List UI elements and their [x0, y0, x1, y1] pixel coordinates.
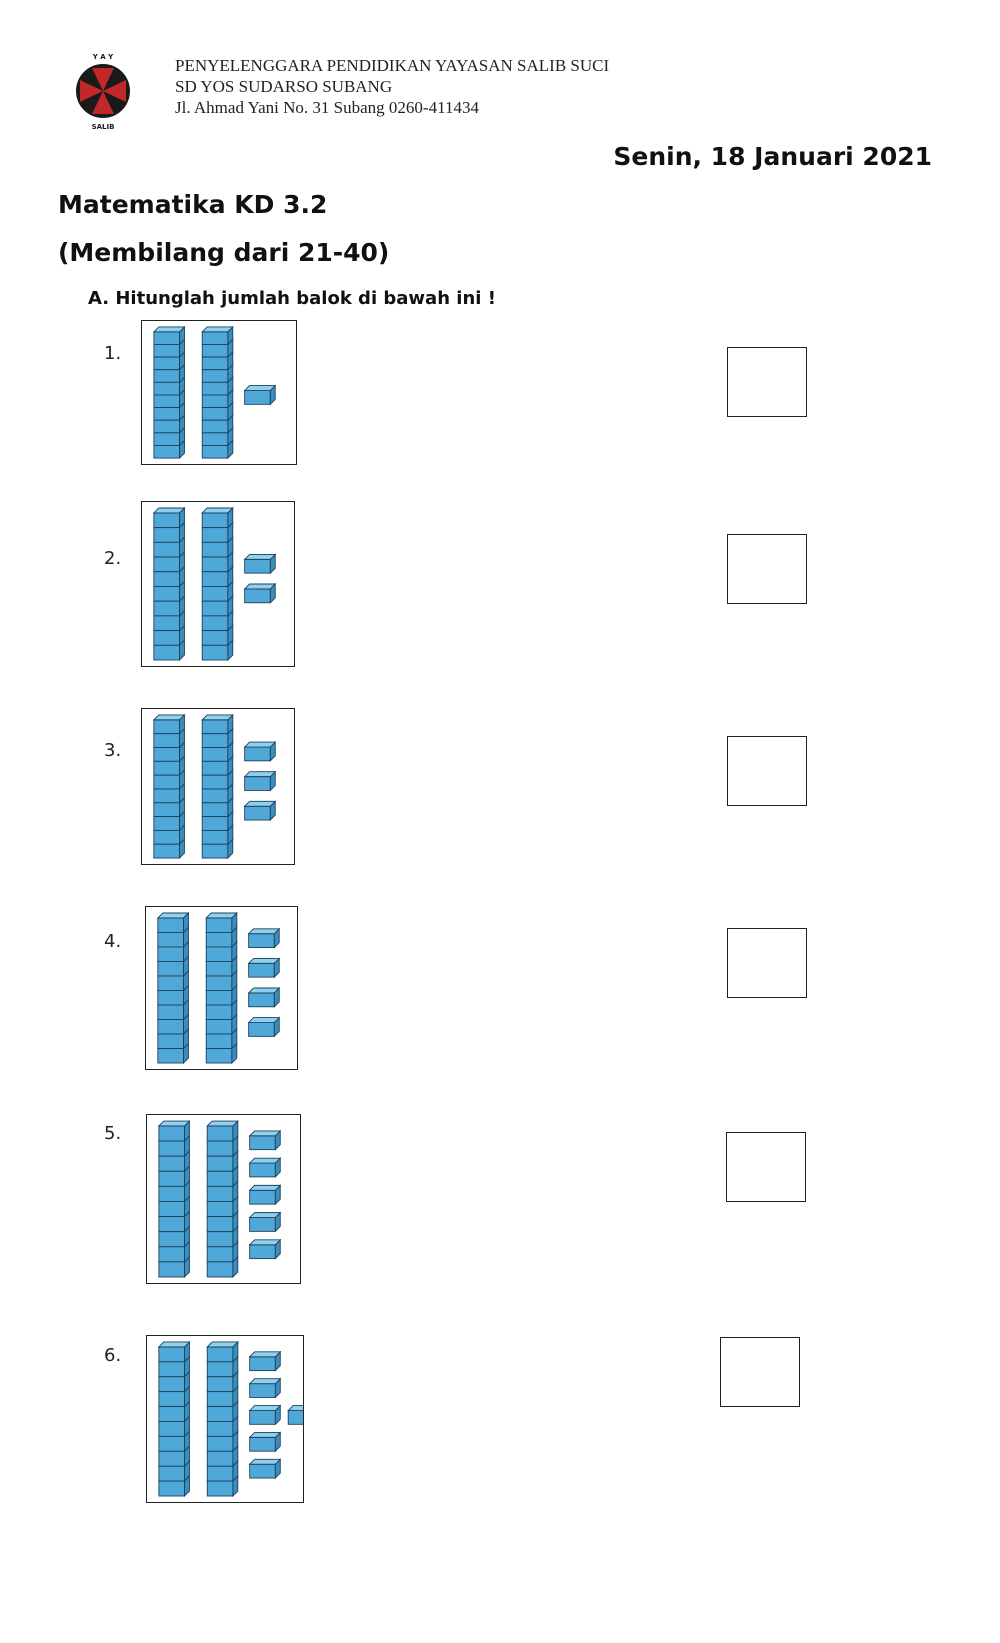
school-name: SD YOS SUDARSO SUBANG	[175, 77, 393, 96]
base-ten-blocks-figure	[156, 911, 281, 1065]
ones-cube	[243, 582, 277, 604]
ones-cube	[248, 1458, 282, 1480]
ones-cube	[248, 1404, 282, 1426]
block-picture	[146, 1114, 301, 1284]
answer-box[interactable]	[720, 1337, 800, 1407]
answer-box[interactable]	[727, 928, 807, 998]
tens-rod	[152, 506, 186, 662]
tens-rod	[201, 325, 234, 460]
instruction-text: A. Hitunglah jumlah balok di bawah ini !	[88, 288, 496, 309]
tens-rod	[205, 911, 238, 1065]
tens-rod	[201, 506, 234, 662]
question-number: 1.	[104, 343, 122, 364]
topic-title: (Membilang dari 21-40)	[58, 238, 390, 267]
question-number: 3.	[104, 740, 122, 761]
answer-box[interactable]	[727, 534, 807, 604]
letterhead: PENYELENGGARA PENDIDIKAN YAYASAN SALIB S…	[175, 55, 609, 118]
svg-text:Y A Y: Y A Y	[92, 53, 114, 61]
ones-cube	[248, 1184, 282, 1206]
ones-cube	[243, 800, 277, 822]
base-ten-blocks-figure	[152, 713, 277, 860]
tens-rod	[206, 1340, 239, 1498]
ones-cube	[248, 1238, 282, 1260]
tens-rod	[157, 1340, 191, 1498]
base-ten-blocks-figure	[152, 506, 277, 662]
subject-title: Matematika KD 3.2	[58, 190, 328, 219]
ones-cube	[243, 770, 277, 792]
ones-cube	[247, 927, 281, 949]
school-address: Jl. Ahmad Yani No. 31 Subang 0260-411434	[175, 98, 479, 117]
block-picture	[141, 708, 295, 865]
question-number: 2.	[104, 548, 122, 569]
tens-rod	[156, 911, 190, 1065]
block-picture	[141, 501, 295, 667]
block-picture	[146, 1335, 304, 1503]
ones-cube	[248, 1377, 282, 1399]
ones-cube	[247, 957, 281, 979]
tens-rod	[201, 713, 234, 860]
ones-cube	[248, 1211, 282, 1233]
question-number: 5.	[104, 1123, 122, 1144]
base-ten-blocks-figure	[157, 1119, 282, 1279]
svg-text:SALIB: SALIB	[92, 123, 115, 131]
foundation-name: PENYELENGGARA PENDIDIKAN YAYASAN SALIB S…	[175, 56, 610, 75]
school-logo: Y A Y SALIB	[64, 52, 142, 131]
ones-cube	[248, 1129, 282, 1151]
ones-cube	[247, 1016, 281, 1038]
answer-box[interactable]	[726, 1132, 806, 1202]
tens-rod	[152, 325, 186, 460]
tens-rod	[206, 1119, 239, 1279]
ones-cube	[287, 1405, 303, 1425]
question-number: 4.	[104, 931, 122, 952]
ones-cube	[243, 384, 277, 406]
block-picture	[141, 320, 297, 465]
tens-rod	[157, 1119, 191, 1279]
ones-cube	[248, 1431, 282, 1453]
ones-cube	[248, 1157, 282, 1178]
base-ten-blocks-figure	[157, 1340, 303, 1498]
question-number: 6.	[104, 1345, 122, 1366]
base-ten-blocks-figure	[152, 325, 277, 460]
worksheet-date: Senin, 18 Januari 2021	[613, 142, 932, 171]
ones-cube	[243, 741, 277, 762]
block-picture	[145, 906, 298, 1070]
ones-cube	[248, 1350, 282, 1372]
ones-cube	[247, 986, 281, 1008]
ones-cube	[243, 553, 277, 575]
answer-box[interactable]	[727, 347, 807, 417]
answer-box[interactable]	[727, 736, 807, 806]
cross-icon	[80, 68, 126, 114]
tens-rod	[152, 713, 186, 860]
